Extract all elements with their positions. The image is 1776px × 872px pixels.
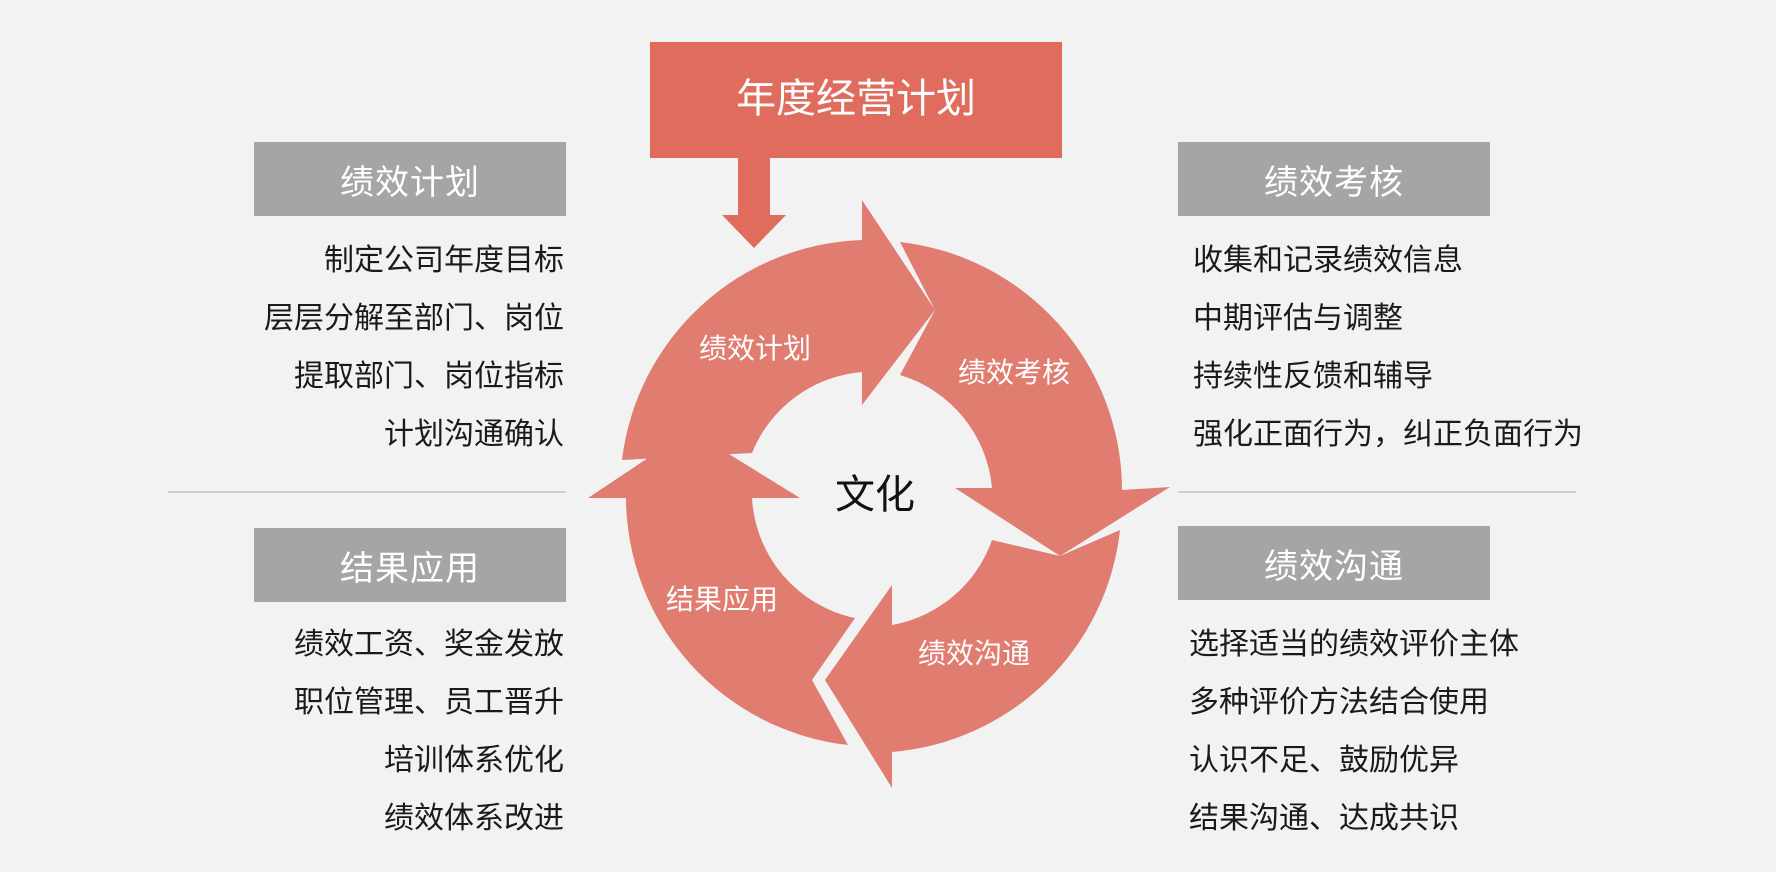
panel-assess-list: 收集和记录绩效信息 中期评估与调整 持续性反馈和辅导 强化正面行为，纠正负面行为 (1193, 232, 1583, 464)
cycle-segment-plan (622, 200, 935, 460)
cycle-label-plan: 绩效计划 (699, 332, 811, 365)
panel-assess-title: 绩效考核 (1264, 162, 1404, 203)
panel-assess-title-box: 绩效考核 (1178, 142, 1490, 216)
list-item: 强化正面行为，纠正负面行为 (1193, 417, 1583, 452)
panel-communicate-list: 选择适当的绩效评价主体 多种评价方法结合使用 认识不足、鼓励优异 结果沟通、达成… (1189, 616, 1519, 848)
list-item: 持续性反馈和辅导 (1193, 359, 1433, 394)
list-item: 培训体系优化 (384, 743, 564, 778)
cycle-segment-communicate (825, 530, 1120, 788)
divider-left (168, 491, 566, 493)
annual-plan-down-arrow (722, 158, 786, 248)
annual-plan-title: 年度经营计划 (736, 76, 976, 122)
panel-apply-title-box: 结果应用 (254, 528, 566, 602)
panel-apply-list: 绩效工资、奖金发放 职位管理、员工晋升 培训体系优化 绩效体系改进 (294, 616, 564, 848)
list-item: 多种评价方法结合使用 (1189, 685, 1489, 720)
panel-apply-title: 结果应用 (340, 548, 480, 589)
list-item: 提取部门、岗位指标 (294, 359, 564, 394)
cycle-label-assess: 绩效考核 (958, 356, 1070, 389)
list-item: 绩效工资、奖金发放 (294, 627, 564, 662)
cycle-arrows (588, 200, 1170, 788)
cycle-segment-assess (900, 242, 1170, 556)
list-item: 制定公司年度目标 (324, 243, 564, 278)
list-item: 层层分解至部门、岗位 (264, 301, 564, 336)
list-item: 收集和记录绩效信息 (1193, 243, 1463, 278)
panel-communicate-title: 绩效沟通 (1264, 546, 1404, 587)
panel-communicate-title-box: 绩效沟通 (1178, 526, 1490, 600)
list-item: 中期评估与调整 (1193, 301, 1403, 336)
list-item: 选择适当的绩效评价主体 (1189, 627, 1519, 662)
list-item: 计划沟通确认 (384, 417, 564, 452)
panel-plan-list: 制定公司年度目标 层层分解至部门、岗位 提取部门、岗位指标 计划沟通确认 (264, 232, 564, 464)
panel-plan-title-box: 绩效计划 (254, 142, 566, 216)
cycle-label-apply: 结果应用 (666, 583, 778, 616)
list-item: 认识不足、鼓励优异 (1189, 743, 1459, 778)
cycle-segment-apply (588, 430, 855, 745)
center-culture-label: 文化 (835, 472, 915, 518)
panel-plan-title: 绩效计划 (340, 162, 480, 203)
annual-plan-box (650, 42, 1062, 158)
list-item: 职位管理、员工晋升 (294, 685, 564, 720)
divider-right (1178, 491, 1576, 493)
list-item: 结果沟通、达成共识 (1189, 801, 1459, 836)
list-item: 绩效体系改进 (384, 801, 564, 836)
cycle-label-communicate: 绩效沟通 (918, 637, 1030, 670)
